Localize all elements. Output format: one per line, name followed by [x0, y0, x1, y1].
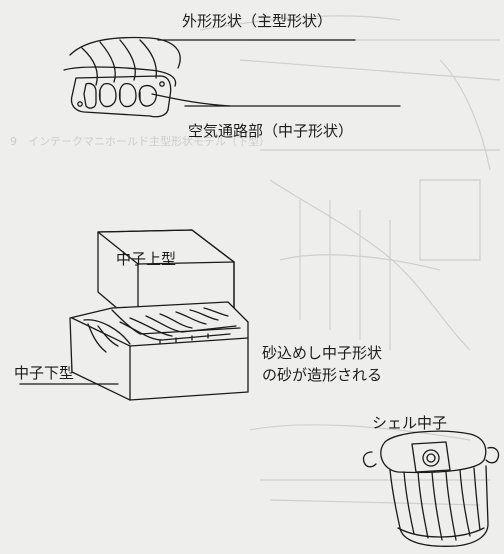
manifold-sketch — [63, 36, 181, 118]
label-shell-core: シェル中子 — [372, 414, 448, 432]
leader-air-passage — [151, 93, 231, 107]
label-core-upper: 中子上型 — [116, 250, 177, 268]
label-core-lower: 中子下型 — [14, 364, 75, 382]
shell-core-sketch — [362, 430, 500, 547]
label-sand-note-line1: 砂込めし中子形状 — [262, 344, 383, 362]
core-upper-block — [97, 229, 235, 327]
core-lower-block — [69, 301, 249, 401]
label-air-passage: 空気通路部（中子形状） — [188, 122, 354, 140]
label-outer-shape: 外形形状（主型形状） — [182, 12, 333, 30]
label-sand-note-line2: の砂が造形される — [262, 366, 383, 384]
ghost-caption: 9 インテークマニホールド主型形状モデル（下型） — [10, 134, 270, 148]
